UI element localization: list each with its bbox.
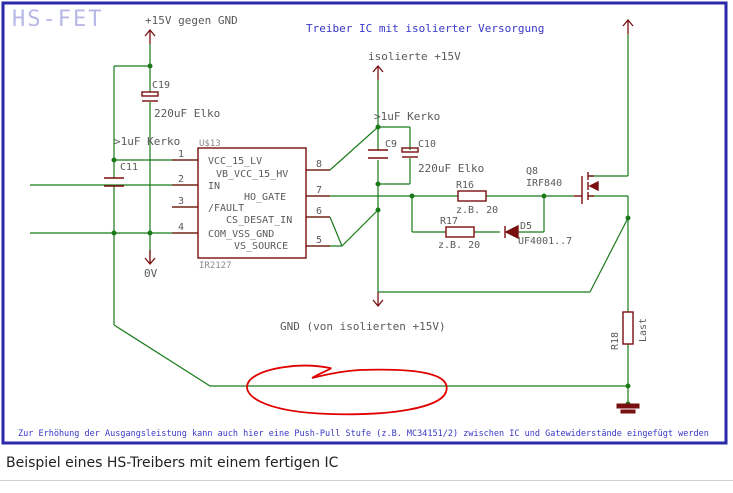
q8-ref: Q8 xyxy=(526,166,538,177)
header-supply-text: +15V gegen GND xyxy=(145,14,238,27)
ic-pin1-num: 1 xyxy=(178,149,184,160)
gnd-left-symbol xyxy=(144,250,156,266)
r17-resistor xyxy=(445,226,475,238)
ic-pin3-num: 3 xyxy=(178,196,184,207)
d5-diode xyxy=(504,224,519,240)
c9-ref: C9 xyxy=(385,139,397,150)
c19-value: 220uF Elko xyxy=(154,107,220,120)
r16-value: z.B. 20 xyxy=(456,205,498,216)
ic-pin-stubs xyxy=(172,159,330,247)
ic-body xyxy=(197,147,307,259)
ic-pin3-name: /FAULT xyxy=(208,203,244,214)
r16-ref: R16 xyxy=(456,180,474,191)
footnote-text: Zur Erhöhung der Ausgangsleistung kann a… xyxy=(18,429,709,439)
drain-supply-symbol xyxy=(622,18,634,34)
title-text: HS-FET xyxy=(12,7,103,32)
c10-capacitor xyxy=(401,147,419,158)
d5-value: UF4001..7 xyxy=(518,236,572,247)
header-right-text: Treiber IC mit isolierter Versorgung xyxy=(306,22,544,35)
c19-capacitor xyxy=(141,91,159,102)
ic-pin4-name: COM_VSS_GND xyxy=(208,229,274,240)
c9-capacitor xyxy=(368,149,388,159)
q8-value: IRF840 xyxy=(526,178,562,189)
red-markup-ellipse xyxy=(246,364,448,416)
ic-pin1-name: VCC_15_LV xyxy=(208,156,262,167)
gnd-left-text: 0V xyxy=(144,267,158,280)
c9-value: >1uF Kerko xyxy=(374,110,440,123)
ground-icon xyxy=(616,403,640,414)
wires xyxy=(30,34,629,404)
gnd-iso-text: GND (von isolierten +15V) xyxy=(280,320,446,333)
c11-capacitor xyxy=(104,177,124,187)
iso-supply-symbol xyxy=(372,64,384,80)
r16-resistor xyxy=(457,190,487,202)
gnd-iso-symbol xyxy=(372,292,384,308)
c11-ref: C11 xyxy=(120,162,138,173)
ic-pin2-num: 2 xyxy=(178,174,184,185)
junctions xyxy=(111,63,631,407)
d5-ref: D5 xyxy=(520,221,532,232)
ic-pin5-num: 5 xyxy=(316,235,322,246)
ic-pin5-name: VS_SOURCE xyxy=(234,241,288,252)
c11-value: >1uF Kerko xyxy=(114,135,180,148)
c10-value: 220uF Elko xyxy=(418,162,484,175)
supply-15v-symbol xyxy=(144,28,156,44)
c19-ref: C19 xyxy=(152,80,170,91)
caption-separator xyxy=(0,480,733,481)
figure-caption: Beispiel eines HS-Treibers mit einem fer… xyxy=(6,455,339,471)
r17-value: z.B. 20 xyxy=(438,240,480,251)
ic-ref: U$13 xyxy=(199,139,221,149)
r18-resistor xyxy=(622,311,634,345)
ic-pin7-name: HO_GATE xyxy=(244,192,286,203)
iso-supply-text: isolierte +15V xyxy=(368,50,461,63)
r17-ref: R17 xyxy=(440,216,458,227)
ic-pin7-num: 7 xyxy=(316,185,322,196)
ic-pin2-name: IN xyxy=(208,181,220,192)
ic-part: IR2127 xyxy=(199,261,232,271)
ic-pin8-num: 8 xyxy=(316,159,322,170)
ic-pin4-num: 4 xyxy=(178,222,184,233)
r18-value: Last xyxy=(638,318,649,342)
ic-pin8-name: VB_VCC_15_HV xyxy=(216,169,288,180)
r18-ref: R18 xyxy=(610,332,621,350)
ic-pin6-num: 6 xyxy=(316,206,322,217)
ic-pin6-name: CS_DESAT_IN xyxy=(226,215,292,226)
c10-ref: C10 xyxy=(418,139,436,150)
q8-mosfet xyxy=(574,172,599,204)
